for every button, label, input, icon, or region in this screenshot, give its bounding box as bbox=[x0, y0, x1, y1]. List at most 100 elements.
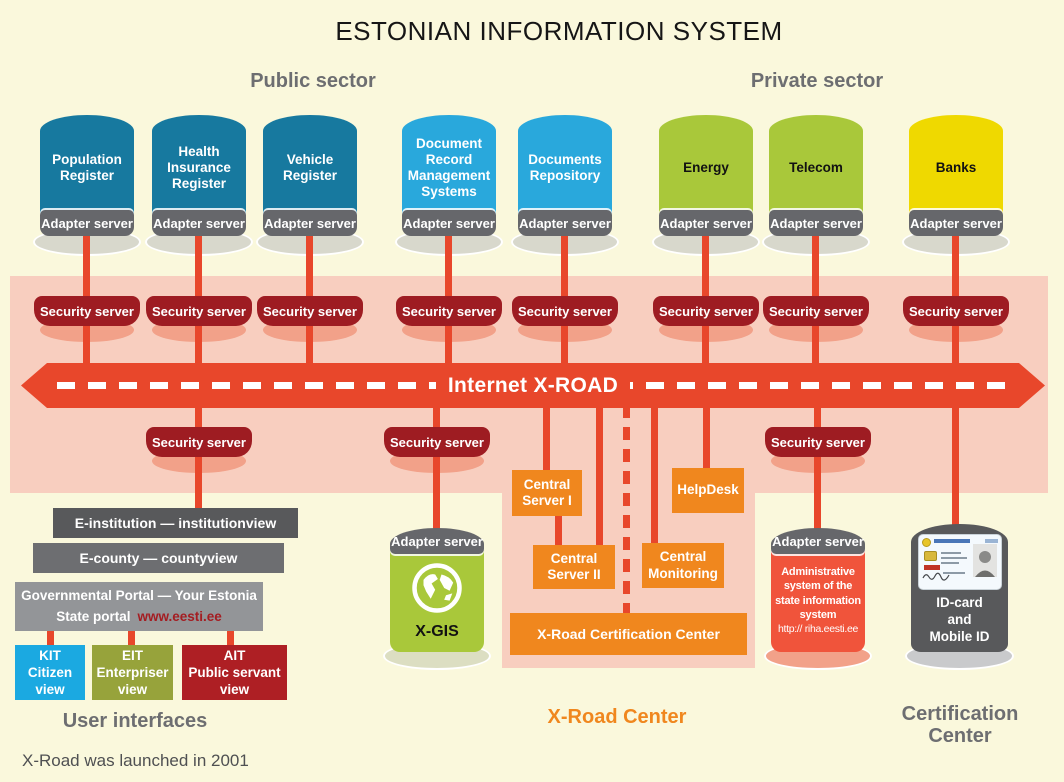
connector-user-interfaces bbox=[195, 405, 202, 509]
security-server-label: Security server bbox=[34, 296, 140, 326]
card-header-right bbox=[984, 539, 998, 543]
connector-cs1-cs2 bbox=[555, 512, 562, 545]
cylinder-telecom: Telecom Adapter server bbox=[762, 115, 870, 257]
eit-enterpriser-view-box: EIT Enterpriser view bbox=[92, 645, 173, 700]
register-label: Population Register bbox=[52, 152, 122, 183]
id-card-graphic bbox=[918, 535, 1001, 589]
register-label: Documents Repository bbox=[528, 152, 602, 183]
register-label: Document Record Management Systems bbox=[407, 136, 491, 199]
footer-note: X-Road was launched in 2001 bbox=[22, 751, 249, 770]
connector-xgis bbox=[433, 405, 440, 532]
register-body: Documents Repository bbox=[518, 115, 612, 215]
cylinder-admin-system: Administrative system of the state infor… bbox=[764, 528, 872, 670]
gov-portal-line1: Governmental Portal — Your Estonia bbox=[21, 587, 257, 603]
card-emblem-icon bbox=[921, 538, 931, 547]
e-institution-box: E-institution — institutionview bbox=[53, 508, 298, 538]
register-body: Energy bbox=[659, 115, 753, 215]
adapter-server-band: Adapter server bbox=[152, 210, 246, 236]
adapter-server-band: Adapter server bbox=[909, 210, 1003, 236]
connector-central-server-2 bbox=[596, 405, 603, 545]
kit-citizen-view-box: KIT Citizen view bbox=[15, 645, 85, 700]
card-red-text bbox=[923, 565, 940, 570]
security-server: Security server bbox=[34, 296, 140, 346]
adapter-server-band: Adapter server bbox=[518, 210, 612, 236]
security-server: Security server bbox=[384, 427, 490, 477]
connector-certification-dashed bbox=[623, 405, 630, 613]
card-text-line bbox=[940, 552, 961, 554]
security-server-label: Security server bbox=[653, 296, 759, 326]
adapter-server-band: Adapter server bbox=[402, 210, 496, 236]
xroad-certification-center-box: X-Road Certification Center bbox=[510, 613, 747, 655]
connector-kit bbox=[47, 630, 54, 645]
register-body: Banks bbox=[909, 115, 1003, 215]
eesti-ee-link: www.eesti.ee bbox=[137, 608, 222, 624]
idcard-label: ID-card and Mobile ID bbox=[929, 595, 990, 644]
register-body: Vehicle Register bbox=[263, 115, 357, 215]
card-text-line bbox=[940, 557, 967, 559]
security-server-label: Security server bbox=[146, 296, 252, 326]
cylinder-idcard: ID-card and Mobile ID bbox=[905, 524, 1014, 670]
connector-ait bbox=[227, 630, 234, 645]
certification-center-caption: Certification Center bbox=[901, 703, 1019, 748]
security-server-label: Security server bbox=[384, 427, 490, 457]
adapter-server-band: Adapter server bbox=[771, 528, 865, 554]
register-body: Population Register bbox=[40, 115, 134, 215]
security-server-label: Security server bbox=[763, 296, 869, 326]
adapter-server-band: Adapter server bbox=[390, 528, 484, 554]
register-label: Health Insurance Register bbox=[167, 144, 231, 191]
internet-xroad-label: Internet X-ROAD bbox=[435, 373, 631, 398]
register-body: Document Record Management Systems bbox=[402, 115, 496, 215]
security-server-label: Security server bbox=[903, 296, 1009, 326]
e-county-box: E-county — countyview bbox=[33, 543, 284, 573]
adapter-server-band: Adapter server bbox=[769, 210, 863, 236]
ait-public-servant-view-box: AIT Public servant view bbox=[182, 645, 287, 700]
connector-eit bbox=[128, 630, 135, 645]
security-server-label: Security server bbox=[257, 296, 363, 326]
connector-idcard bbox=[952, 405, 959, 526]
cylinder-banks: Banks Adapter server bbox=[902, 115, 1010, 257]
private-sector-heading: Private sector bbox=[750, 70, 884, 92]
helpdesk-box: HelpDesk bbox=[672, 468, 744, 513]
connector-central-server-1 bbox=[543, 405, 550, 471]
security-server: Security server bbox=[763, 296, 869, 346]
register-label: Banks bbox=[935, 160, 977, 176]
security-server-label: Security server bbox=[396, 296, 502, 326]
register-label: Vehicle Register bbox=[282, 152, 338, 183]
card-header-text bbox=[933, 539, 970, 543]
adapter-server-band: Adapter server bbox=[40, 210, 134, 236]
connector-admin-system bbox=[814, 405, 821, 532]
cylinder-energy: Energy Adapter server bbox=[652, 115, 760, 257]
xroad-center-caption: X-Road Center bbox=[547, 706, 687, 728]
globe-icon bbox=[410, 561, 464, 620]
card-text-line bbox=[942, 572, 965, 574]
internet-xroad-arrow: Internet X-ROAD bbox=[21, 363, 1045, 408]
cylinder-document-management: Document Record Management Systems Adapt… bbox=[395, 115, 503, 257]
register-body: Telecom bbox=[769, 115, 863, 215]
adapter-server-band: Adapter server bbox=[263, 210, 357, 236]
xgis-label: X-GIS bbox=[415, 623, 459, 640]
cylinder-documents-repository: Documents Repository Adapter server bbox=[511, 115, 619, 257]
card-signature bbox=[921, 569, 950, 586]
public-sector-heading: Public sector bbox=[250, 70, 376, 92]
card-text-line bbox=[940, 562, 959, 564]
cylinder-population-register: Population Register Adapter server bbox=[33, 115, 141, 257]
card-chip-icon bbox=[923, 551, 937, 561]
register-body: Health Insurance Register bbox=[152, 115, 246, 215]
central-monitoring-box: Central Monitoring bbox=[642, 543, 724, 588]
user-interfaces-caption: User interfaces bbox=[62, 710, 208, 732]
gov-portal-line2: State portal www.eesti.ee bbox=[56, 607, 222, 628]
governmental-portal-box: Governmental Portal — Your Estonia State… bbox=[15, 582, 263, 631]
connector-central-monitoring bbox=[651, 405, 658, 543]
register-label: Telecom bbox=[789, 160, 843, 176]
security-server-label: Security server bbox=[765, 427, 871, 457]
central-server-2-box: Central Server II bbox=[533, 545, 615, 589]
cylinder-xgis: X-GIS Adapter server bbox=[383, 528, 491, 670]
adapter-server-band: Adapter server bbox=[659, 210, 753, 236]
security-server-label: Security server bbox=[512, 296, 618, 326]
admin-system-body: Administrative system of the state infor… bbox=[771, 550, 865, 652]
admin-system-url: http:// riha.eesti.ee bbox=[777, 623, 859, 636]
state-portal-label: State portal bbox=[56, 608, 131, 624]
admin-system-label: Administrative system of the state infor… bbox=[775, 566, 861, 621]
idcard-body: ID-card and Mobile ID bbox=[911, 524, 1008, 652]
